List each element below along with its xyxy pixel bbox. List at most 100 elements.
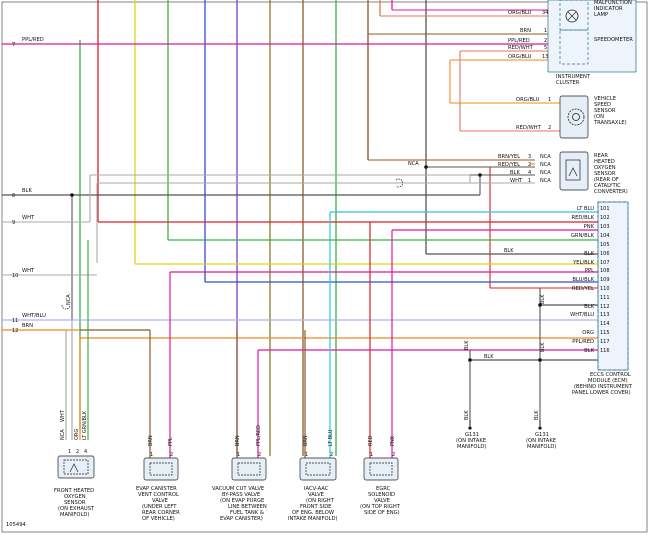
egrc-solenoid-valve: RED PNK 1 2 EGRC SOLENOID VALVE (ON TOP …: [360, 435, 401, 516]
comp-0-label-4: (UNDER LEFT: [142, 504, 177, 510]
comp-0-pin-b: 2: [170, 452, 173, 458]
comp-3-pin-b: 2: [392, 452, 395, 458]
comp-1-wire-b: PPL/RED: [256, 425, 262, 446]
rear-o2-wire-3-pin: 1: [528, 178, 531, 184]
front-o2-pin-1: 1: [68, 449, 71, 455]
rear-o2-wire-0-pin: 3: [528, 154, 531, 160]
rear-o2-label-line-6: CATALYTIC: [594, 183, 621, 189]
ground-g131-b: G131 (ON INTAKE MANIFOLD): [526, 420, 556, 450]
front-o2-pin-4: 4: [84, 449, 87, 455]
comp-2-label-2: VALVE: [308, 492, 324, 498]
left-pin-12: 12: [12, 328, 18, 334]
ecm-pin-color: BLK: [584, 251, 594, 257]
iacv-aac-valve: BRN LT BLU 1 2 IACV-AAC VALVE (ON RIGHT …: [288, 429, 337, 522]
front-o2-wire-3: LT GRN/BLK: [82, 410, 88, 440]
ecm-pin-color: BLK: [584, 348, 594, 354]
instrument-cluster: MALFUNCTION INDICATOR LAMP SPEEDOMETER I…: [508, 0, 637, 86]
rear-o2-wire-0-nca: NCA: [540, 154, 551, 160]
ecm-pin-color: PNK: [584, 224, 595, 230]
vss-wire-0-pin: 1: [548, 97, 551, 103]
ecm-pin-number: 105: [600, 242, 610, 248]
ecm-pin-color: GRN/BLK: [571, 233, 595, 239]
front-o2-wire-1: WHT: [60, 409, 66, 422]
vertical-wire-bundle: [79, 0, 427, 456]
comp-2-label-1: IACV-AAC: [304, 486, 329, 492]
comp-3-label-5: SIDE OF ENG): [364, 510, 400, 516]
rear-o2-wire-3-color: WHT: [510, 178, 523, 184]
rear-o2-wire-1-color: RED/YEL: [498, 162, 520, 168]
ecm-pin-number: 115: [600, 330, 610, 336]
speedometer-label: SPEEDOMETER: [594, 37, 633, 43]
ecm-pin-color: PPL/RED: [572, 339, 594, 345]
cluster-wire-0-color: ORG/BLU: [508, 10, 532, 16]
front-o2-wire-2: ORG: [74, 429, 80, 440]
vss-label-line-2: SPEED: [594, 102, 611, 108]
vss-label-line-3: SENSOR: [594, 108, 616, 114]
comp-1-label-6: EVAP CANISTER): [220, 516, 263, 522]
front-o2-label-line-2: OXYGEN: [64, 494, 86, 500]
ground-b-wire-label: BLK: [534, 410, 540, 420]
wire-label-brn: BRN: [22, 323, 33, 329]
cluster-wire-3-color: RED/WHT: [508, 45, 534, 51]
comp-3-label-3: VALVE: [374, 498, 390, 504]
cluster-title-line-3: LAMP: [594, 12, 608, 18]
cluster-wire-0-pin: 34: [542, 10, 548, 16]
cluster-wire-4-color: ORG/BLU: [508, 54, 532, 60]
comp-1-label-1: VACUUM CUT VALVE: [212, 486, 264, 492]
front-o2-pin-2: 2: [76, 449, 79, 455]
ecm-blk-vertical-a: BLK: [540, 294, 546, 304]
cluster-title-line-1: MALFUNCTION: [594, 0, 632, 6]
ecm-label-line-4: PANEL LOWER COVER): [572, 390, 631, 396]
ecm-pin-number: 110: [600, 286, 610, 292]
ecm-pin-number: 106: [600, 251, 610, 257]
cluster-wire-2-pin: 2: [544, 38, 547, 44]
ecm-pin-number: 108: [600, 268, 610, 274]
vacuum-cut-bypass-valve: BRN PPL/RED 1 2 VACUUM CUT VALVE BY-PASS…: [212, 425, 267, 522]
comp-2-pin-b: 2: [330, 452, 333, 458]
rear-o2-wire-2-pin: 4: [528, 170, 531, 176]
comp-3-label-2: SOLENOID: [368, 492, 395, 498]
comp-0-pin-a: 1: [150, 452, 153, 458]
ecm-pin-number: 116: [600, 348, 610, 354]
rear-o2-label-line-2: HEATED: [594, 159, 615, 165]
ecm-pin-number: 111: [600, 295, 610, 301]
vehicle-speed-sensor: ORG/BLU 1 RED/WHT 2 VEHICLE SPEED SENSOR…: [516, 95, 627, 139]
comp-2-pin-a: 1: [305, 452, 308, 458]
rear-o2-label-line-7: CONVERTER): [594, 189, 628, 195]
cluster-label-line-1: INSTRUMENT: [556, 74, 591, 80]
comp-1-label-3: (ON EVAP PURGE: [220, 498, 264, 504]
wire-label-wht-blu: WHT/BLU: [22, 313, 46, 319]
comp-3-label-4: (ON TOP RIGHT: [360, 504, 401, 510]
ecm-label-line-1: ECCS CONTROL: [590, 372, 631, 378]
ecm-pin-color: WHT/BLU: [570, 312, 594, 318]
ecm-blk-106-left: BLK: [504, 248, 514, 254]
vss-wire-0-color: ORG/BLU: [516, 97, 540, 103]
comp-1-label-4: LINE BETWEEN: [228, 504, 267, 510]
rear-o2-label-line-5: (REAR OF: [594, 177, 619, 183]
diagram-id: 105494: [6, 522, 27, 528]
evap-canister-vent-valve: BRN PPL 1 2 EVAP CANISTER VENT CONTROL V…: [136, 435, 180, 522]
ecm-pin-color: RED/YEL: [572, 286, 594, 292]
front-o2-label-line-4: (ON EXHAUST: [58, 506, 95, 512]
rear-o2-label-line-4: SENSOR: [594, 171, 616, 177]
vss-wire-1-color: RED/WHT: [516, 125, 542, 131]
front-heated-o2-sensor: NCA WHT ORG LT GRN/BLK 1 2 4 FRONT HEATE…: [54, 409, 95, 518]
rear-o2-wire-2-color: BLK: [510, 170, 520, 176]
left-pin-11: 11: [12, 318, 18, 324]
ecm-pin-number: 102: [600, 215, 610, 221]
front-o2-label-line-1: FRONT HEATED: [54, 488, 94, 494]
comp-2-label-5: OF ENG. BELOW: [292, 510, 334, 516]
ecm-pin-color: ORG: [582, 330, 594, 336]
vss-label-line-4: (ON: [594, 114, 604, 120]
ecm-pin-number: 101: [600, 206, 610, 212]
comp-1-label-5: FUEL TANK &: [230, 510, 264, 516]
wire-label-wht-10: WHT: [22, 268, 35, 274]
ecm-pin-number: 112: [600, 304, 610, 310]
comp-2-wire-b: LT BLU: [328, 429, 334, 446]
comp-3-pin-a: 1: [370, 452, 373, 458]
left-pin-10: 10: [12, 273, 18, 279]
comp-1-label-2: BY-PASS VALVE: [222, 492, 260, 498]
front-o2-label-line-5: MANIFOLD): [60, 512, 89, 518]
cluster-wire-2-color: PPL/RED: [508, 38, 530, 44]
